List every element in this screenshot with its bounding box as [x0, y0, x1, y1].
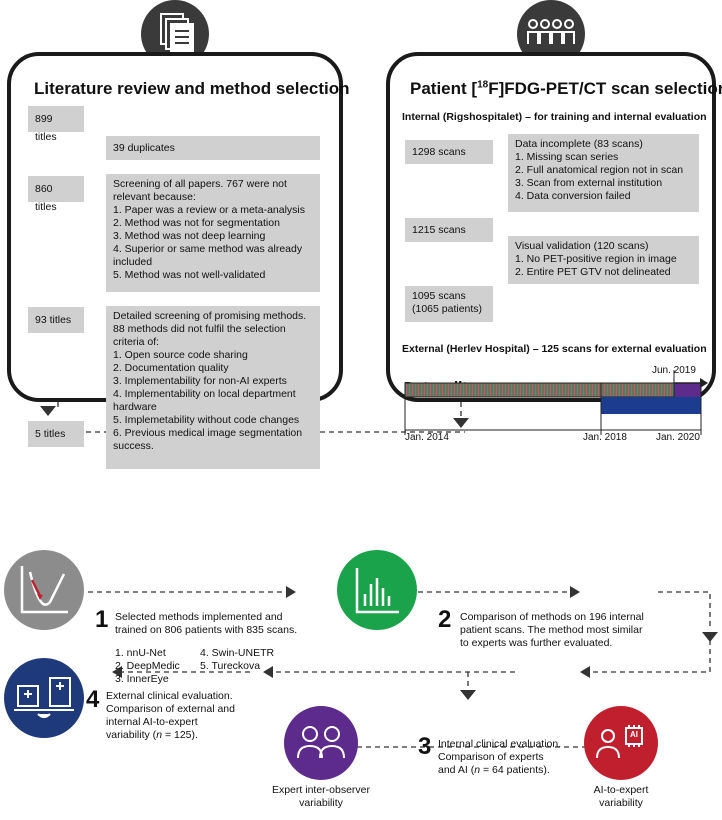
incomplete-line: 2. Full anatomical region not in scan — [515, 164, 684, 176]
literature-panel-title: Literature review and method selection — [34, 79, 350, 98]
incomplete-line: 4. Data conversion failed — [515, 190, 631, 202]
method-list-b: 4. Swin-UNETR 5. Tureckova — [200, 647, 275, 672]
detail-line: hardware — [113, 401, 157, 413]
step-3-number: 3 — [418, 733, 432, 760]
detail-line: 2. Documentation quality — [113, 362, 229, 374]
box-899-titles: 899 titles — [28, 106, 84, 143]
step-1-number: 1 — [95, 606, 109, 633]
step-2-text: Comparison of methods on 196 internal pa… — [460, 611, 644, 649]
date-jun-2019: Jun. 2019 — [652, 365, 696, 376]
detail-line: success. — [113, 440, 154, 452]
screening-line: Screening of all papers. 767 were not — [113, 178, 287, 190]
hospital-balance-icon — [4, 658, 84, 738]
ai-expert-icon: AI — [584, 706, 658, 780]
step-3-text: Internal clinical evaluation. Comparison… — [438, 738, 562, 776]
bar-chart-icon — [337, 550, 417, 630]
incomplete-line: 1. Missing scan series — [515, 151, 619, 163]
incomplete-line: 3. Scan from external institution — [515, 177, 663, 189]
step-4-text: External clinical evaluation. Comparison… — [106, 690, 235, 741]
box-860-titles: 860 titles — [28, 176, 84, 213]
box-detailed-screening: Detailed screening of promising methods.… — [106, 306, 320, 469]
screening-line: 1. Paper was a review or a meta-analysis — [113, 204, 305, 216]
box-1215-scans: 1215 scans — [405, 218, 493, 242]
internal-subtitle: Internal (Rigshospitalet) – for training… — [402, 111, 707, 123]
box-screening: Screening of all papers. 767 were not re… — [106, 174, 320, 292]
screening-line: 3. Method was not deep learning — [113, 230, 266, 242]
detail-line: 3. Implementability for non-AI experts — [113, 375, 287, 387]
box-data-incomplete: Data incomplete (83 scans) 1. Missing sc… — [508, 134, 699, 212]
detail-line: 4. Implementability on local department — [113, 388, 296, 400]
test-period — [601, 397, 701, 414]
step-2-number: 2 — [438, 606, 452, 633]
experts-icon — [284, 706, 358, 780]
expert-caption: Expert inter-observer variability — [271, 784, 371, 809]
date-jan-2018: Jan. 2018 — [583, 432, 627, 443]
screening-line: 4. Superior or same method was already — [113, 243, 303, 255]
external-subtitle: External (Herlev Hospital) – 125 scans f… — [402, 343, 707, 355]
box-39-duplicates: 39 duplicates — [106, 136, 320, 160]
ai-badge: AI — [630, 730, 638, 739]
detail-line: 6. Previous medical image segmentation — [113, 427, 303, 439]
screening-line: included — [113, 256, 153, 268]
box-1298-scans: 1298 scans — [405, 140, 493, 164]
visual-line: 2. Entire PET GTV not delineated — [515, 266, 671, 278]
date-jan-2020: Jan. 2020 — [656, 432, 700, 443]
detail-line: criteria of: — [113, 336, 160, 348]
visual-line: Visual validation (120 scans) — [515, 240, 649, 252]
detail-line: Detailed screening of promising methods. — [113, 310, 307, 322]
visual-line: 1. No PET-positive region in image — [515, 253, 677, 265]
ai-caption: AI-to-expert variability — [593, 784, 649, 809]
box-1095-scans: 1095 scans (1065 patients) — [405, 286, 493, 322]
detail-line: 1. Open source code sharing — [113, 349, 248, 361]
box-visual-validation: Visual validation (120 scans) 1. No PET-… — [508, 236, 699, 284]
step-1-text: Selected methods implemented and trained… — [115, 611, 298, 636]
detail-line: 5. Implemetability without code changes — [113, 414, 300, 426]
step-4-number: 4 — [86, 686, 100, 713]
box-93-titles: 93 titles — [28, 307, 84, 333]
purple-period — [674, 383, 701, 397]
training-validation-period — [404, 382, 676, 398]
box-5-titles: 5 titles — [28, 421, 84, 447]
loss-curve-icon — [4, 550, 84, 630]
patient-panel-title: Patient [18F]FDG-PET/CT scan selection — [410, 79, 722, 98]
date-jan-2014: Jan. 2014 — [405, 432, 449, 443]
screening-line: relevant because: — [113, 191, 196, 203]
screening-line: 2. Method was not for segmentation — [113, 217, 280, 229]
screening-line: 5. Method was not well-validated — [113, 269, 266, 281]
method-list-a: 1. nnU-Net 2. DeepMedic 3. InnerEye — [115, 647, 180, 685]
incomplete-line: Data incomplete (83 scans) — [515, 138, 643, 150]
detail-line: 88 methods did not fulfil the selection — [113, 323, 286, 335]
